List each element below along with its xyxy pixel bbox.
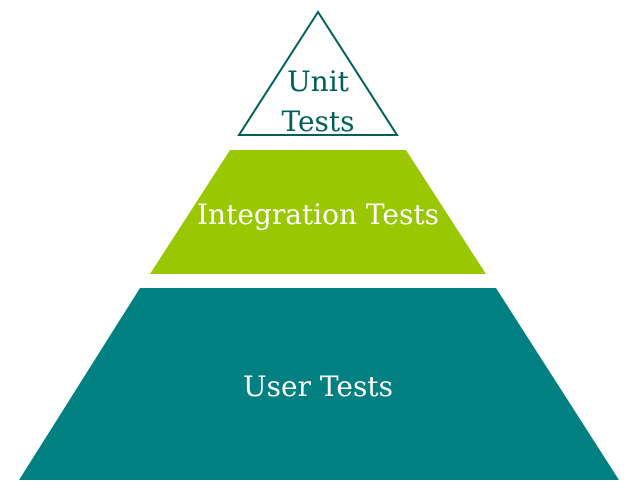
tier-integration-tests: Integration Tests [150,150,486,274]
tier-user-shape [19,288,619,480]
tier-user-tests: User Tests [19,288,619,480]
tier-user-label: User Tests [243,370,393,403]
tier-integration-label: Integration Tests [197,198,439,231]
tier-unit-label-line-1: Unit [287,65,350,98]
tier-unit-shape [237,10,399,136]
tier-unit-label-line-2: Tests [281,105,354,138]
tier-integration-shape [150,150,486,274]
tier-unit-tests: Unit Tests [237,10,399,138]
